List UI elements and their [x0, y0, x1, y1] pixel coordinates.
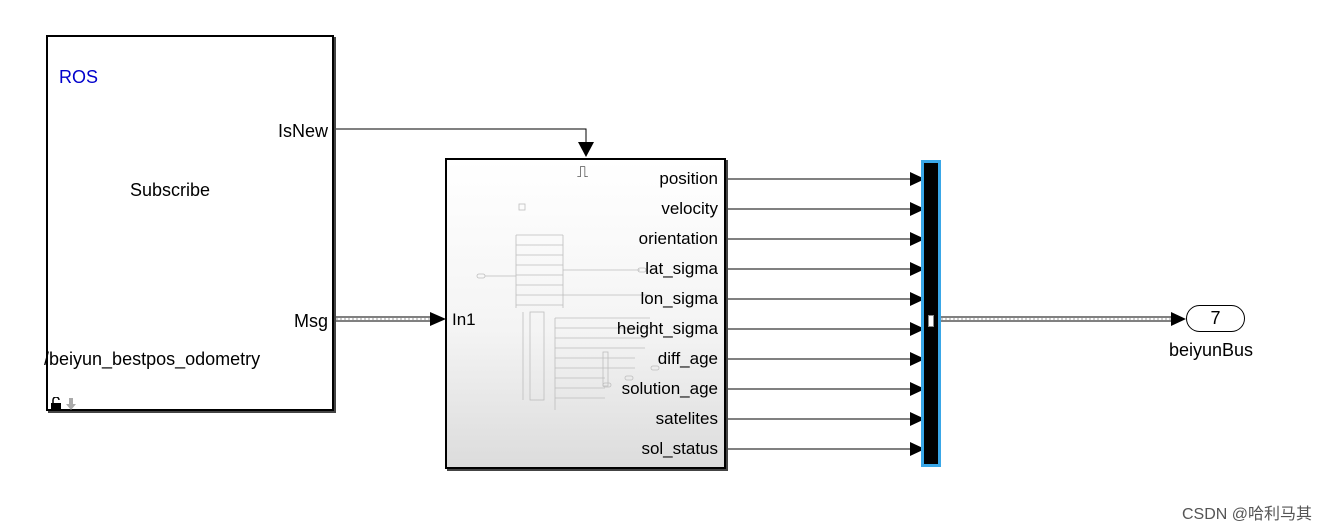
output-port-label: orientation — [638, 229, 718, 248]
ros-tag-label: ROS — [59, 67, 99, 87]
output-port-label: lon_sigma — [640, 289, 719, 308]
bus-out-arrowhead — [1171, 312, 1186, 326]
bus-output-port — [928, 315, 934, 327]
ros-subscribe-block[interactable]: ROS Subscribe IsNew Msg /beiyun_bestpos_… — [44, 35, 334, 411]
subsystem-thumbnail — [476, 203, 660, 410]
output-arrowhead — [910, 202, 925, 216]
trigger-arrowhead — [578, 142, 594, 157]
msg-arrowhead — [430, 312, 446, 326]
output-port-label: velocity — [661, 199, 718, 218]
output-port-label: satelites — [655, 409, 718, 428]
outport-block[interactable]: 7 — [1186, 305, 1245, 332]
isnew-port-label: IsNew — [277, 121, 328, 141]
output-port-label: height_sigma — [616, 319, 718, 338]
output-arrowhead — [910, 262, 925, 276]
output-arrowhead — [910, 382, 925, 396]
subsystem-block[interactable]: ⎍ In1 — [445, 158, 726, 469]
watermark: CSDN @哈利马其 — [1181, 506, 1312, 523]
output-port-label: solution_age — [621, 379, 718, 398]
output-arrowhead — [910, 172, 925, 186]
output-arrowhead — [910, 412, 925, 426]
trigger-signal-line[interactable] — [336, 128, 587, 148]
msg-port-label: Msg — [293, 311, 328, 331]
down-arrow-icon — [66, 398, 76, 410]
topic-name-label: /beiyun_bestpos_odometry — [44, 349, 261, 369]
outport-number: 7 — [1210, 308, 1221, 328]
output-port-label: lat_sigma — [645, 259, 718, 278]
output-signal-lines — [727, 172, 925, 456]
output-port-label: diff_age — [657, 349, 718, 368]
output-arrowhead — [910, 442, 925, 456]
output-arrowhead — [910, 352, 925, 366]
ros-block-title: Subscribe — [130, 180, 211, 200]
bus-creator-block[interactable] — [921, 160, 941, 467]
output-port-label: position — [659, 169, 718, 188]
output-arrowhead — [910, 292, 925, 306]
trigger-icon: ⎍ — [577, 164, 589, 181]
output-arrowhead — [910, 232, 925, 246]
lock-icon — [51, 397, 61, 410]
bus-creator-body — [924, 163, 938, 464]
output-port-label: sol_status — [641, 439, 718, 458]
outport-label: beiyunBus — [1169, 340, 1254, 360]
in1-port-label: In1 — [452, 310, 476, 329]
output-arrowhead — [910, 322, 925, 336]
